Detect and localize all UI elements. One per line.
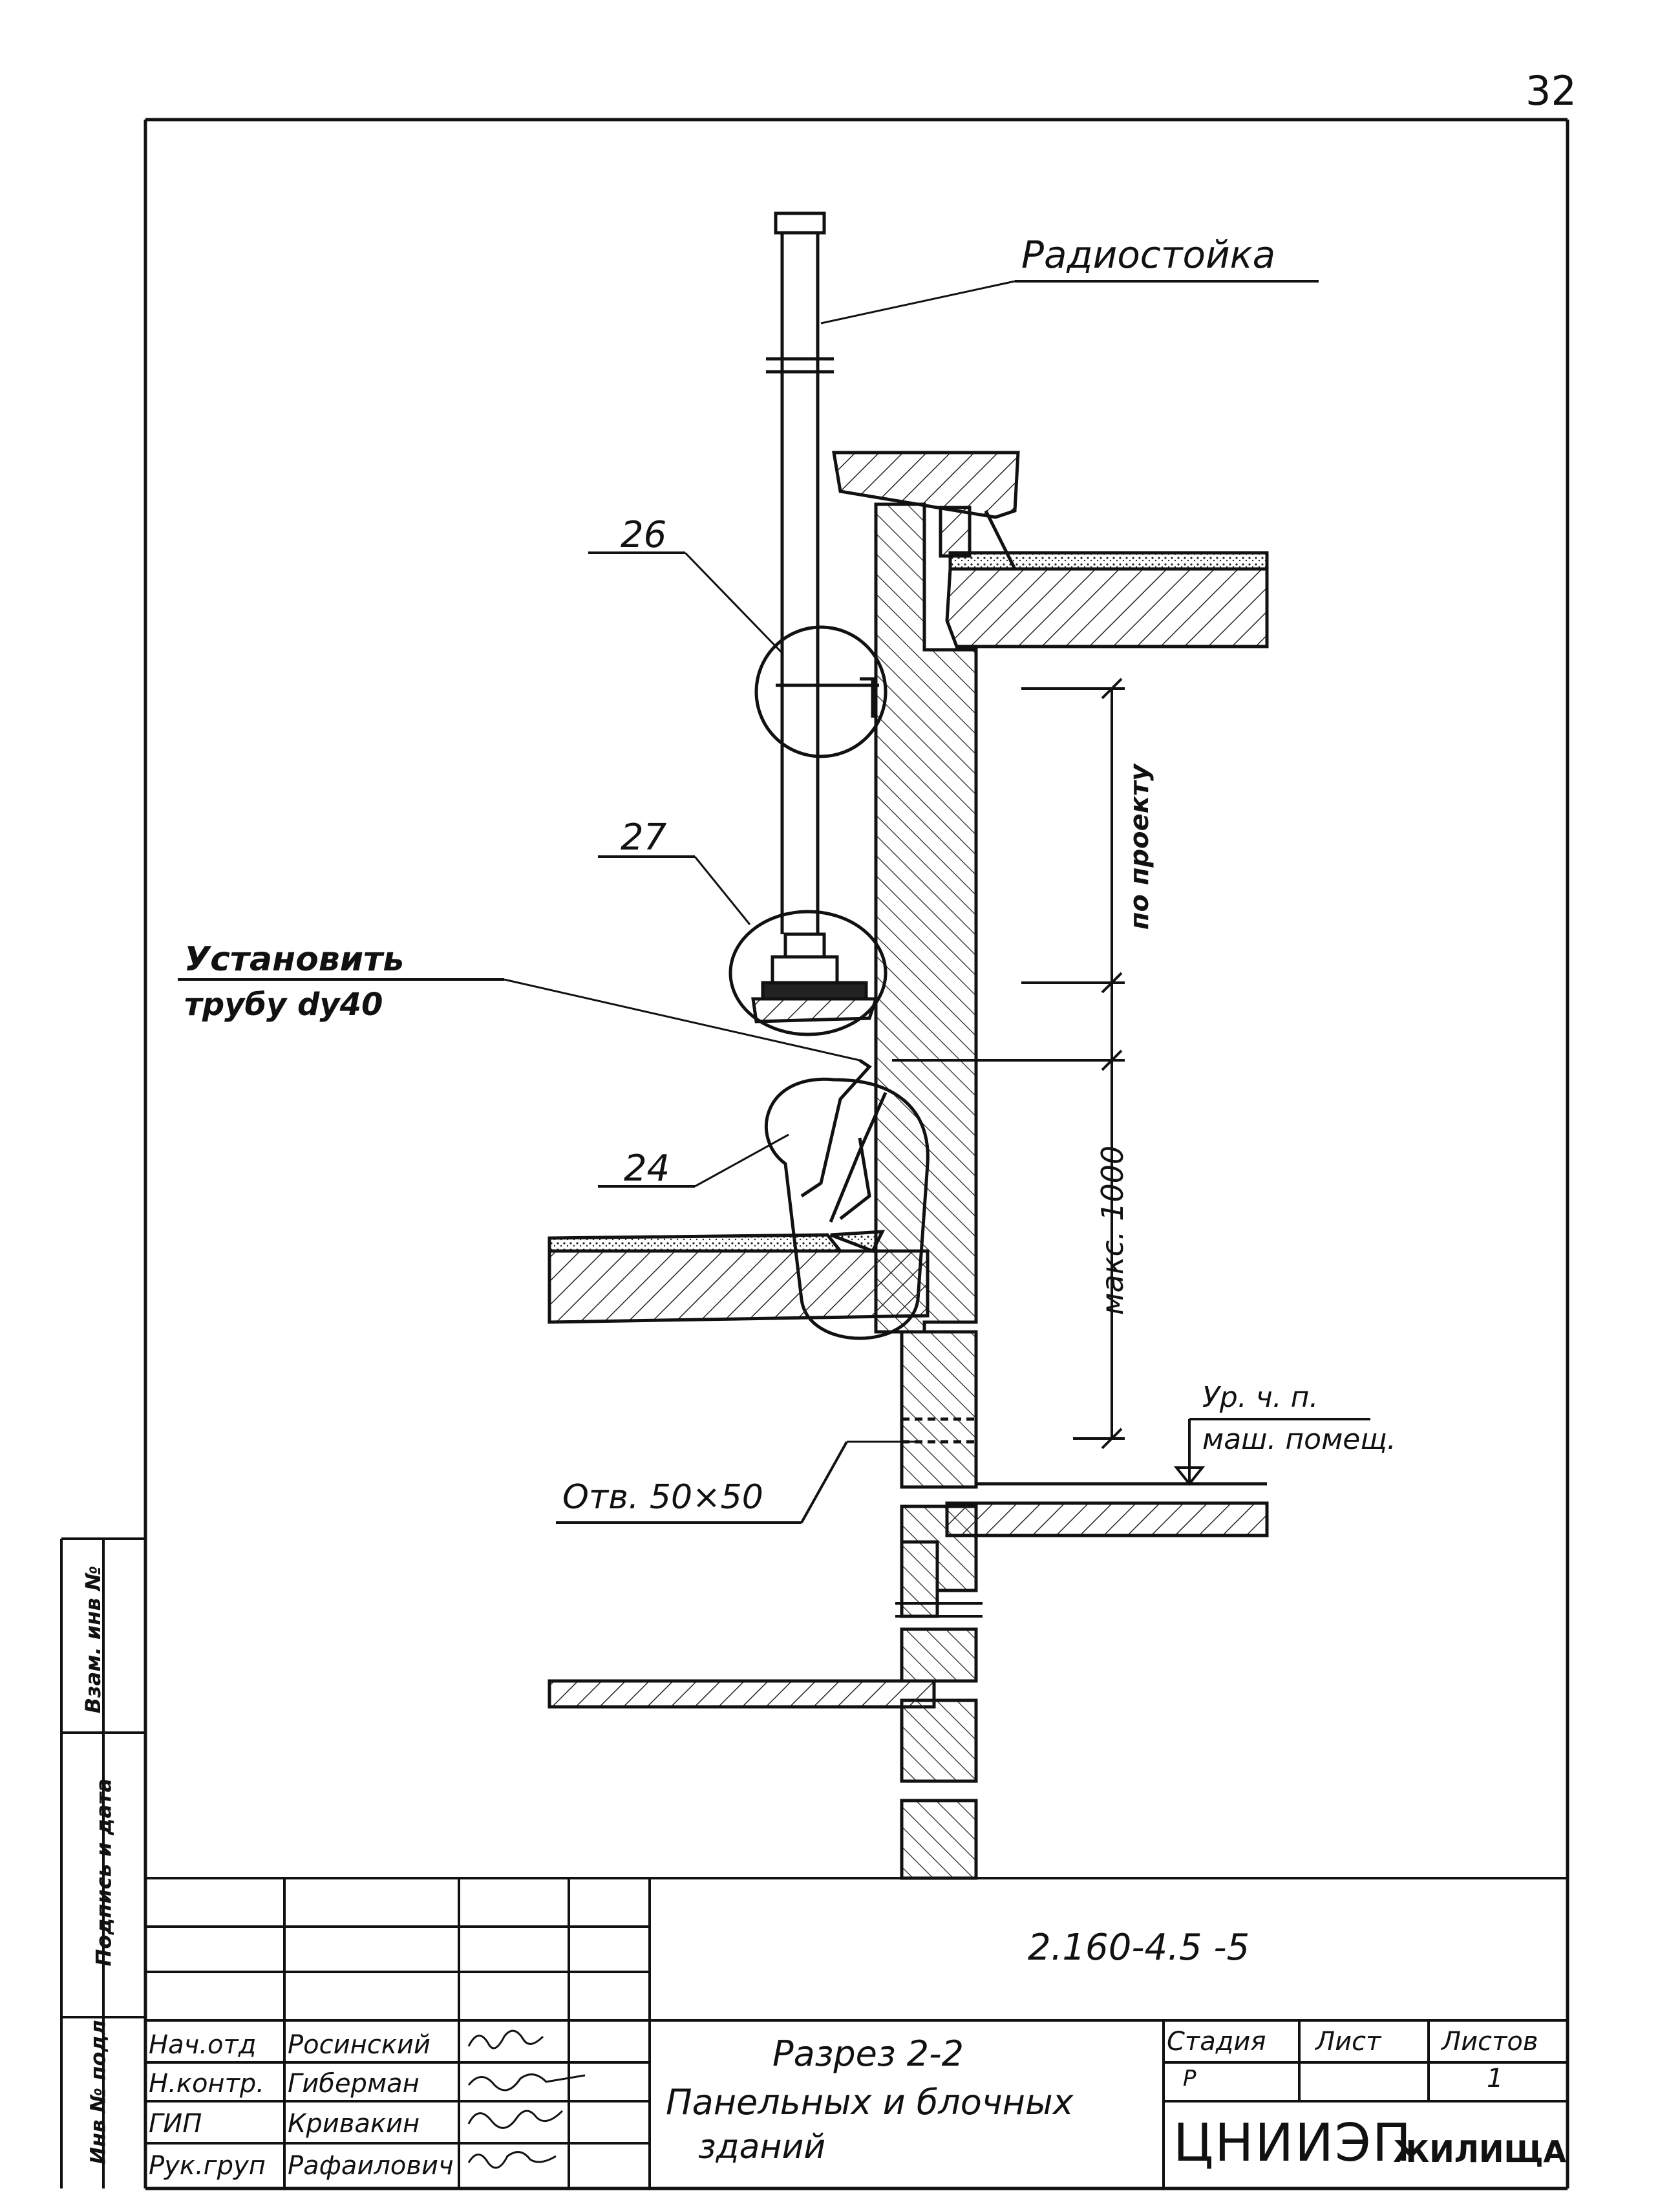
staff-role: ГИП (149, 2109, 202, 2139)
dimension-per-project: по проекту (1125, 764, 1155, 930)
leader-24 (694, 1133, 789, 1188)
label-opening: Отв. 50×50 (562, 1478, 763, 1517)
sheet-header: Лист (1315, 2027, 1381, 2057)
slab-bottom-left (548, 1679, 936, 1709)
title-block-grid (145, 1877, 1568, 2188)
side-stamp-frame (60, 1537, 145, 2188)
label-install-line1: Установить (184, 940, 405, 979)
node-24-detail (764, 1058, 930, 1340)
doc-code: 2.160-4.5 -5 (1028, 1927, 1250, 1969)
slab-machine-room (945, 1482, 1269, 1537)
staff-name: Росинский (288, 2030, 431, 2060)
sheets-header: Листов (1441, 2027, 1538, 2057)
leader-opening (800, 1441, 848, 1523)
sheet-frame (144, 118, 1569, 2190)
title-line2: Панельных и блочных (666, 2082, 1074, 2123)
stage-value: Р (1183, 2066, 1196, 2092)
label-floor-level-2: маш. помещ. (1202, 1423, 1396, 1456)
title-line1: Разрез 2-2 (772, 2033, 964, 2074)
title-line3: зданий (698, 2128, 826, 2167)
side-stamp-signature-date: Подпись и дата (91, 1778, 116, 1967)
leader-radio-mast (820, 280, 1015, 325)
roof-slab-upper (832, 451, 1269, 1334)
node-26-detail (754, 625, 888, 758)
page-number: 32 (1526, 67, 1577, 114)
roof-slab-lower (548, 1230, 930, 1324)
staff-name: Рафаилович (288, 2151, 454, 2181)
leader-27 (694, 856, 751, 925)
signature-marks (467, 2029, 586, 2169)
staff-name: Кривакин (288, 2109, 420, 2139)
staff-role: Нач.отд (149, 2030, 257, 2060)
staff-name: Гиберман (288, 2069, 420, 2099)
dimension-lines (892, 678, 1125, 1450)
leader-install (504, 978, 860, 1062)
level-marker (1173, 1418, 1370, 1486)
label-install-line2: трубу dу40 (184, 987, 383, 1023)
label-floor-level-1: Ур. ч. п. (1202, 1381, 1319, 1414)
break-marks (895, 1602, 983, 1618)
wall-lower (900, 1330, 978, 1880)
org-prefix: ЦНИИЭП (1173, 2113, 1412, 2173)
side-stamp-replaces-inv: Взам. инв № (81, 1565, 106, 1714)
label-node-26: 26 (621, 514, 667, 556)
staff-role: Рук.груп (149, 2151, 266, 2181)
leader-26 (684, 551, 783, 654)
stage-header: Стадия (1167, 2027, 1266, 2057)
org-suffix: ЖИЛИЩА (1393, 2134, 1567, 2169)
radio-mast-pipe (766, 211, 834, 934)
label-node-24: 24 (624, 1148, 670, 1190)
label-radio-mast: Радиостойка (1021, 233, 1276, 277)
node-27-detail (728, 910, 888, 1036)
label-node-27: 27 (621, 817, 667, 859)
staff-role: Н.контр. (149, 2069, 264, 2099)
side-stamp-inv-no: Инв № подл (85, 2020, 111, 2165)
sheets-value: 1 (1487, 2064, 1504, 2093)
dimension-max-1000: макс. 1000 (1095, 1145, 1131, 1316)
